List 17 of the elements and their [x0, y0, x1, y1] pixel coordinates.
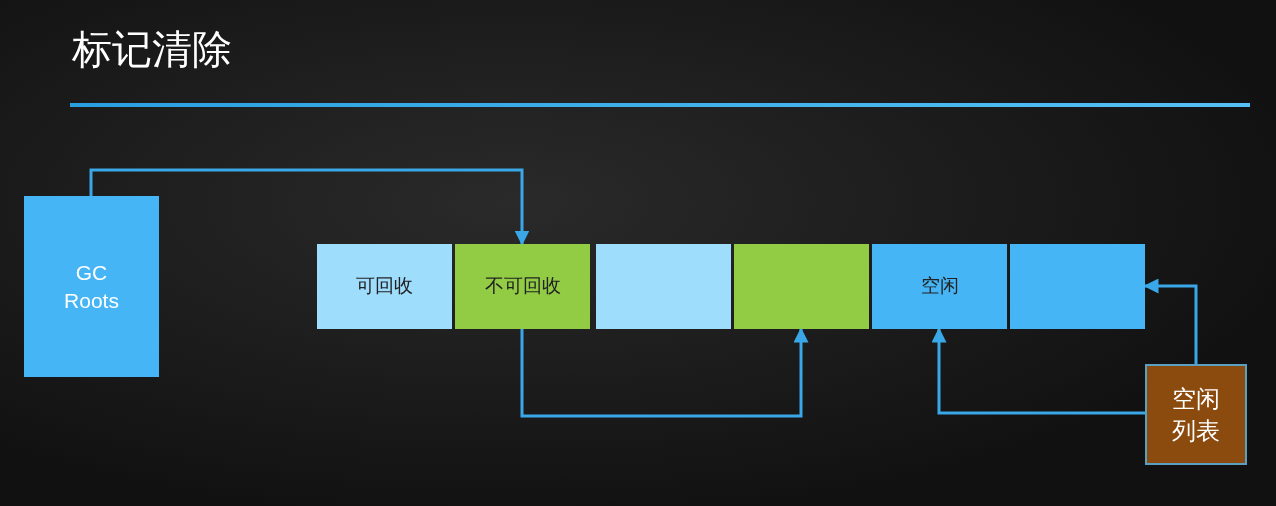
node-label: GC Roots [63, 260, 120, 314]
node-label: 可回收 [356, 274, 413, 299]
node-label: 空闲列表 [1171, 384, 1221, 446]
connector-arrow [89, 168, 530, 246]
connector-arrow [931, 327, 1145, 415]
connector-arrow [520, 327, 809, 418]
node-label: 不可回收 [484, 274, 561, 299]
root-box [24, 196, 159, 377]
list-box [1145, 364, 1247, 465]
memory-block [734, 244, 869, 329]
node-label: 空闲 [920, 274, 959, 299]
memory-block [317, 244, 452, 329]
memory-block [455, 244, 590, 329]
memory-block [596, 244, 731, 329]
memory-block [872, 244, 1007, 329]
memory-block [1010, 244, 1145, 329]
slide-title: 标记清除 [72, 26, 232, 73]
